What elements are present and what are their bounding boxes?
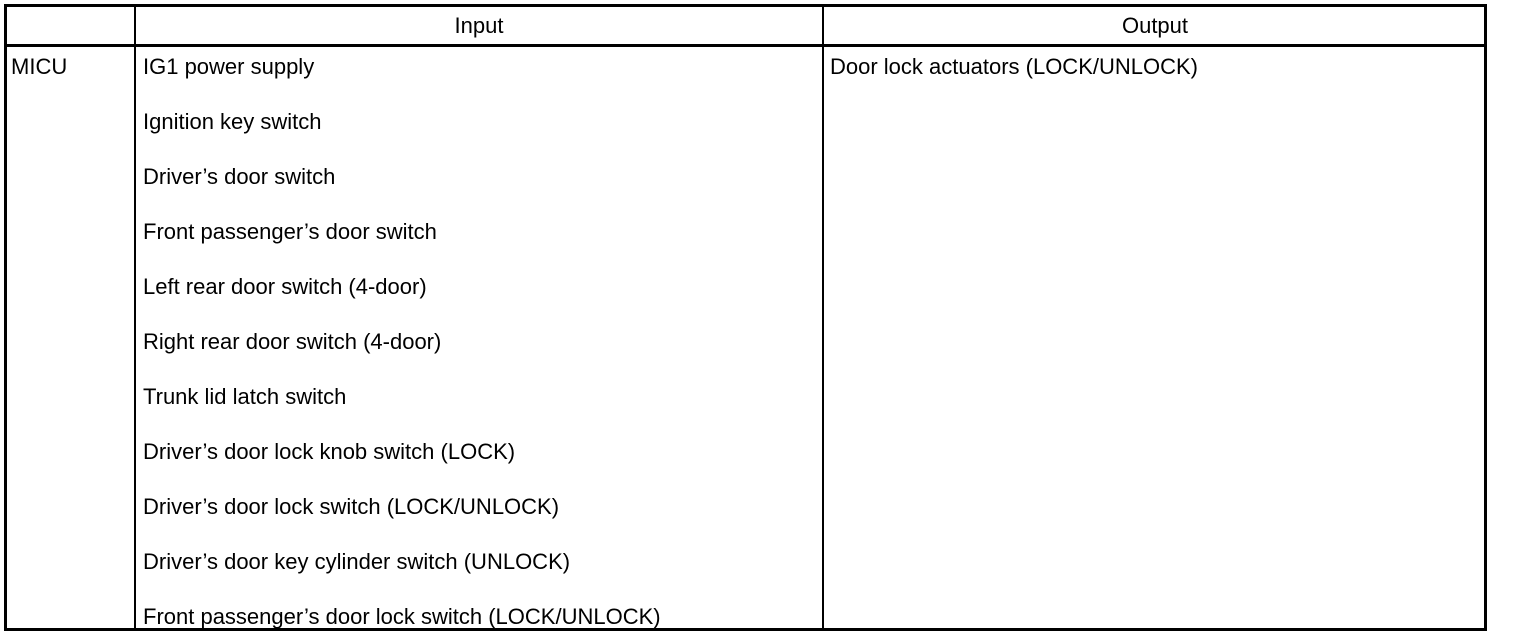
list-item: Driver’s door lock switch (LOCK/UNLOCK) — [143, 494, 560, 519]
list-item: Left rear door switch (4-door) — [143, 274, 427, 299]
table-header-row: Input Output — [7, 7, 1484, 47]
list-item: IG1 power supply — [143, 54, 315, 79]
table-cell-system-label: MICU — [7, 47, 132, 628]
table-body: MICU IG1 power supply Ignition key switc… — [7, 47, 1484, 629]
header-cell-corner — [7, 7, 132, 44]
header-cell-input: Input — [134, 7, 822, 44]
list-item: Driver’s door lock knob switch (LOCK) — [143, 439, 516, 464]
list-item: Right rear door switch (4-door) — [143, 329, 442, 354]
input-output-table: Input Output MICU IG1 power supply Ignit… — [4, 4, 1487, 631]
list-item: Driver’s door switch — [143, 164, 336, 189]
list-item: Front passenger’s door switch — [143, 219, 437, 244]
table-cell-output: Door lock actuators (LOCK/UNLOCK) — [822, 47, 1484, 628]
list-item: Front passenger’s door lock switch (LOCK… — [143, 604, 661, 629]
system-label-micu: MICU — [11, 54, 68, 79]
header-cell-output: Output — [822, 7, 1486, 44]
list-item: Door lock actuators (LOCK/UNLOCK) — [830, 54, 1198, 79]
list-item: Trunk lid latch switch — [143, 384, 347, 409]
list-item: Driver’s door key cylinder switch (UNLOC… — [143, 549, 571, 574]
table-cell-input: IG1 power supply Ignition key switch Dri… — [134, 47, 820, 629]
list-item: Ignition key switch — [143, 109, 322, 134]
